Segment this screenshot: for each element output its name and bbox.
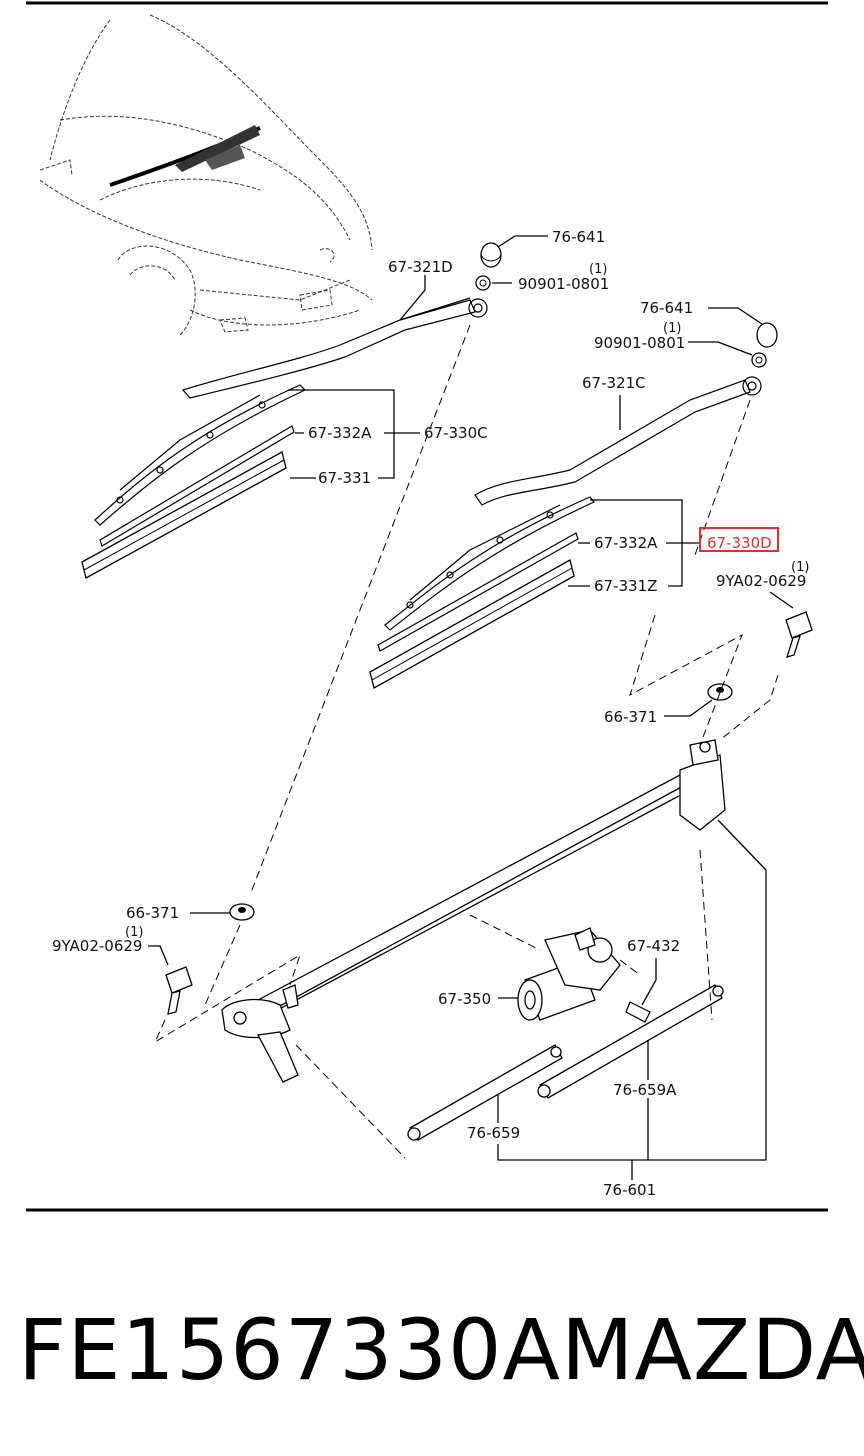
bolt-right [785, 611, 813, 658]
bolt-left [165, 966, 193, 1015]
nut-right [751, 352, 767, 368]
nut-left [475, 275, 491, 291]
callout-refill-right: 67-332A [594, 534, 658, 552]
part-number: FE1567330A [18, 1301, 561, 1399]
car-windshield-wiper-highlight [109, 125, 261, 187]
brand-name: MAZDA [560, 1301, 864, 1399]
callout-blade-left: 67-330C [424, 424, 488, 442]
rubber-right [369, 559, 575, 689]
car-illustration [39, 14, 373, 336]
callout-blade-right: 67-330D [707, 534, 772, 552]
highlight-box [699, 527, 779, 552]
wiper-parts-diagram: 76-641 (1) 90901-0801 67-321D 67-332A 67… [26, 1, 828, 1212]
bolt-motor [625, 1001, 651, 1023]
callout-nut-right: 90901-0801 [594, 334, 685, 352]
refill-right [377, 532, 579, 652]
callout-bolt-right: 9YA02-0629 [716, 572, 806, 590]
guide-lines [153, 324, 779, 1159]
callout-cap-right: 76-641 [640, 299, 693, 317]
wiper-arm-right [474, 376, 762, 506]
callout-link: 76-659 [467, 1124, 520, 1142]
callout-rubber-right: 67-331Z [594, 577, 657, 595]
callout-nut-left-qty: (1) [589, 262, 607, 277]
callout-refill-left: 67-332A [308, 424, 372, 442]
wiper-motor [517, 927, 621, 1021]
callout-bolt-left: 9YA02-0629 [52, 937, 142, 955]
link-rod [407, 1044, 563, 1141]
callout-linkage-assy: 76-601 [603, 1181, 656, 1199]
link-rod-a [537, 984, 724, 1099]
refill-left [99, 425, 295, 547]
callout-arm-right: 67-321C [582, 374, 646, 392]
callout-motor: 67-350 [438, 990, 491, 1008]
cap-right [756, 322, 778, 348]
callout-nut-left: 90901-0801 [518, 275, 609, 293]
callout-arm-left: 67-321D [388, 258, 453, 276]
seal-left [229, 903, 255, 921]
callout-seal-left: 66-371 [126, 904, 179, 922]
callout-seal-right: 66-371 [604, 708, 657, 726]
wiper-linkage-frame [221, 739, 726, 1083]
seal-right [707, 683, 733, 701]
callout-rubber-left: 67-331 [318, 469, 371, 487]
callout-bolt-right-qty: (1) [791, 560, 809, 575]
callout-nut-right-qty: (1) [663, 321, 681, 336]
caption-bar: FE1567330A MAZDA [18, 1290, 864, 1410]
callout-link-a: 76-659A [613, 1081, 677, 1099]
rubber-left [81, 451, 287, 579]
callout-cap-left: 76-641 [552, 228, 605, 246]
blade-right [384, 496, 595, 631]
leader-lines [148, 235, 794, 1180]
cap-left [480, 242, 502, 268]
wiper-arm-left [181, 297, 488, 399]
callout-bolt-motor: 67-432 [627, 937, 680, 955]
callout-bolt-left-qty: (1) [125, 925, 143, 940]
